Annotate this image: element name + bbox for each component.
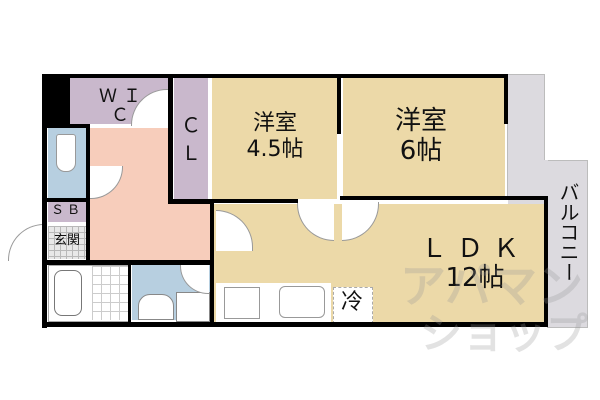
wall (208, 199, 298, 203)
kitchen-counter (216, 283, 331, 322)
shower-tile (92, 266, 128, 320)
genkan (48, 226, 86, 259)
hallway-lower (90, 199, 210, 260)
wall (128, 265, 131, 322)
wall (42, 198, 90, 202)
wall (504, 74, 508, 124)
balcony-label: バルコニー (556, 182, 580, 282)
wall (340, 196, 548, 200)
washing-machine-icon (176, 292, 210, 322)
watermark-line2: ショップ (420, 309, 589, 358)
wic-label: ＷＩＣ (99, 86, 147, 126)
western-room-4-5 (212, 77, 337, 199)
entrance-door[interactable] (8, 224, 45, 261)
western-room-6 (343, 77, 505, 199)
genkan-label: 玄関 (53, 233, 80, 248)
wall (337, 74, 341, 134)
refrigerator-label: 冷 (340, 290, 363, 315)
cl-closet (174, 77, 208, 199)
sink-icon (138, 294, 174, 320)
wall (42, 260, 212, 265)
cl-label-bottom: Ｌ (181, 141, 201, 165)
wall (86, 124, 90, 264)
stove-icon (224, 287, 260, 319)
ldk-name: ＬＤＫ (420, 234, 529, 264)
wall (168, 199, 213, 204)
sink-kitchen-icon (279, 286, 325, 318)
sb-label: ＳＢ (50, 203, 83, 218)
western-room-4-5-size: 4.5帖 (246, 137, 304, 162)
bathtub-icon (54, 270, 82, 316)
western-room-6-size: 6帖 (399, 136, 443, 166)
wall (544, 196, 548, 327)
wall (42, 322, 548, 327)
ldk-size: 12帖 (445, 263, 505, 293)
wall (210, 199, 214, 327)
wall (70, 124, 90, 128)
wall (42, 74, 507, 78)
balcony-lower (547, 160, 588, 328)
western-room-4-5-name: 洋室 (252, 111, 297, 136)
watermark-line1: アパマン (400, 259, 584, 313)
western-room-6-name: 洋室 (394, 106, 447, 136)
sb-closet (48, 202, 86, 222)
wall (168, 74, 173, 204)
cl-label-top: Ｃ (181, 113, 201, 137)
toilet-icon (56, 134, 76, 172)
